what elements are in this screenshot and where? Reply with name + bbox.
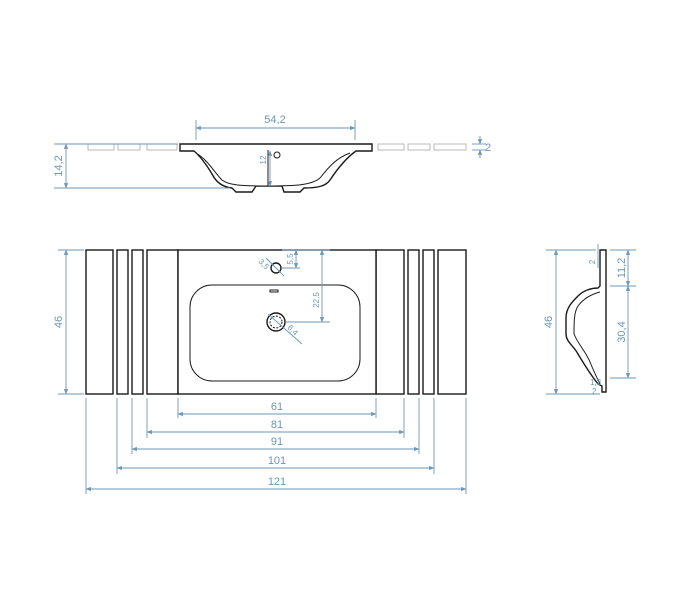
ghost-slab-right-3 [433,143,467,151]
ghost-slab-left-1 [87,143,115,151]
section-inner-line [573,291,601,385]
width-extension-lines [85,398,467,494]
dim-width-91-label: 91 [271,436,283,448]
dim-top-depth-label: 46 [53,316,65,328]
ghost-slab-right-1 [377,143,405,151]
dim-width-121-label: 121 [268,476,286,488]
dim-tap-hole-leader [265,257,285,277]
overflow-slot [269,289,279,293]
top-view: 46 3,5 5,5 22,5 6,4 61 [53,249,467,494]
dim-width-101-label: 101 [268,455,286,467]
dim-side-width-label: 54,2 [264,114,285,126]
panel-left-4 [146,249,179,395]
dim-width-81-label: 81 [271,419,283,431]
dim-width-61-label: 61 [271,401,283,413]
panel-left-2 [116,249,129,395]
dim-section-lip-label: 1,3 [590,378,602,387]
dim-section-rim-label: 2 [588,259,597,264]
side-view: 54,2 14,2 12 2 [53,114,491,193]
dim-side-thickness-label: 2 [485,142,491,154]
tap-hole-side [273,151,281,159]
dim-section-front-label: 11,2 [616,258,628,279]
panel-left-1 [85,249,114,395]
panel-right-2 [407,249,420,395]
dim-section-bottom-label: 2 [592,387,597,396]
panel-right-1 [375,249,405,395]
dim-section-bowl-label: 30,4 [616,321,628,342]
panel-right-3 [422,249,435,395]
panel-left-3 [131,249,144,395]
ghost-slab-left-2 [117,143,141,151]
ghost-slab-left-3 [146,143,178,151]
dim-drain-offset-label: 22,5 [312,292,321,308]
panel-right-4 [437,249,467,395]
dim-side-height-label: 14,2 [53,155,65,176]
dim-side-depth-label: 12 [259,155,268,164]
ghost-slab-right-2 [407,143,431,151]
dim-drain-leader [267,313,303,345]
dim-section-depth-label: 46 [543,316,555,328]
basin-bowl [189,284,361,382]
dim-tap-offset-label: 5,5 [286,253,295,265]
section-view: 46 2 11,2 30,4 1,3 2 [543,244,636,396]
